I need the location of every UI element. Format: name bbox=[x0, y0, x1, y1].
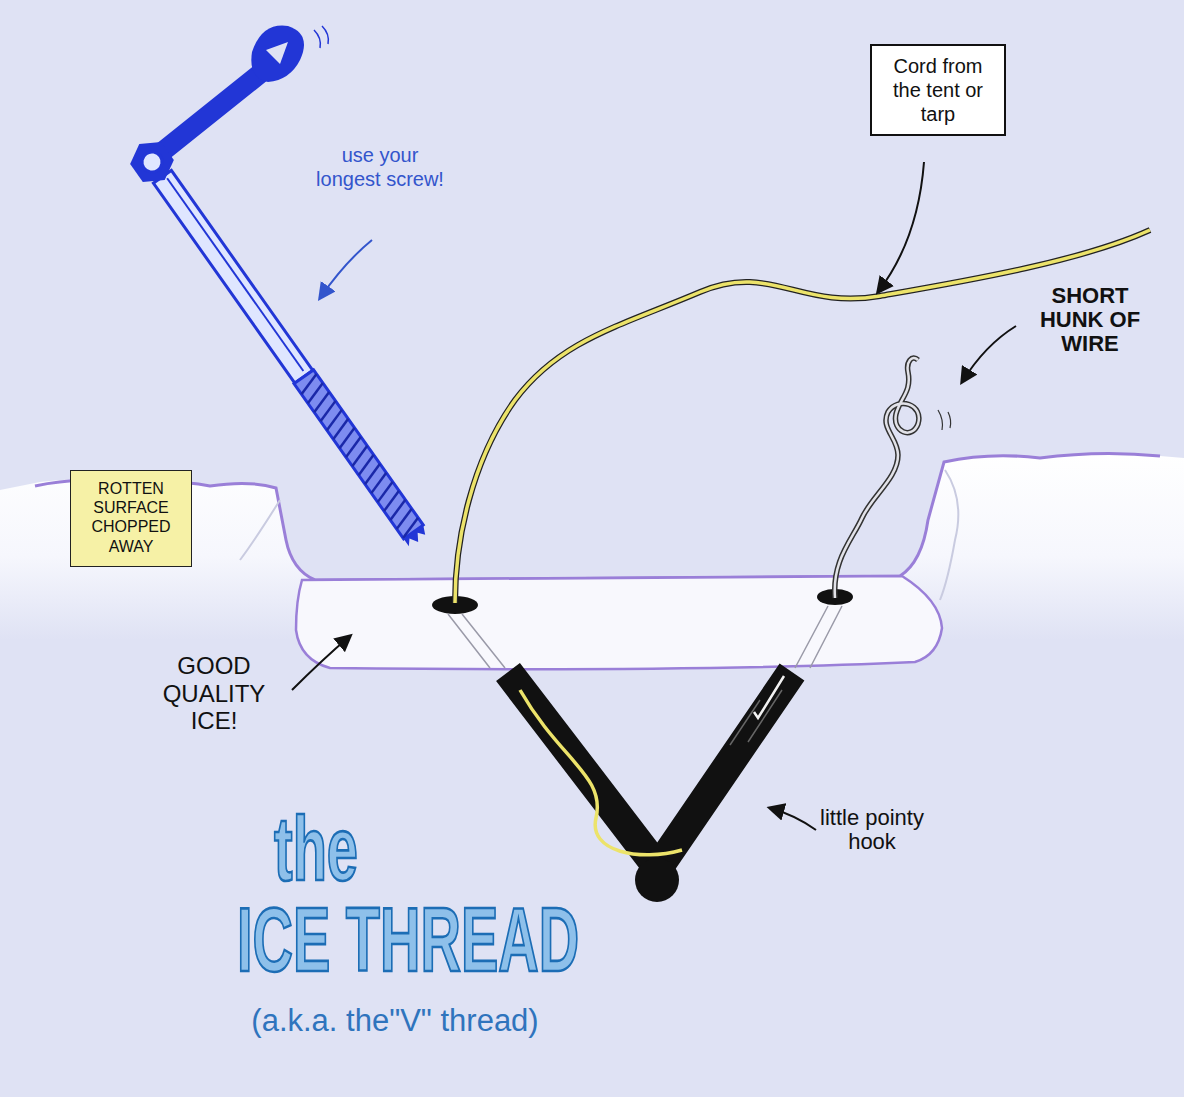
callout-label: GOOD QUALITY ICE! bbox=[138, 652, 290, 735]
leader-arrow bbox=[878, 162, 924, 292]
surface-line bbox=[35, 453, 1160, 580]
pointy-hook bbox=[754, 676, 784, 718]
diagram-caption: (a.k.a. the"V" thread) bbox=[205, 1003, 585, 1039]
leader-arrow bbox=[320, 240, 372, 298]
leader-arrow bbox=[770, 808, 816, 830]
good-ice bbox=[296, 576, 942, 669]
wire bbox=[835, 358, 951, 598]
leader-arrow bbox=[962, 326, 1016, 382]
box-text: ROTTEN SURFACE CHOPPED AWAY bbox=[77, 479, 185, 556]
bore-trace bbox=[448, 606, 842, 668]
callout-label: little pointy hook bbox=[820, 806, 924, 854]
leader-arrow bbox=[292, 636, 350, 690]
callout-label: SHORT HUNK OF WIRE bbox=[1018, 284, 1162, 357]
diagram-title: the ICE THREAD bbox=[232, 803, 584, 985]
v-tunnel-end bbox=[635, 858, 679, 902]
label-box: ROTTEN SURFACE CHOPPED AWAY bbox=[70, 470, 192, 567]
label-box: Cord from the tent or tarp bbox=[870, 44, 1006, 136]
callout-label: use your longest screw! bbox=[316, 143, 444, 191]
box-text: Cord from the tent or tarp bbox=[878, 54, 998, 126]
tunnel-shading bbox=[730, 690, 782, 745]
v-tunnel bbox=[508, 672, 792, 868]
